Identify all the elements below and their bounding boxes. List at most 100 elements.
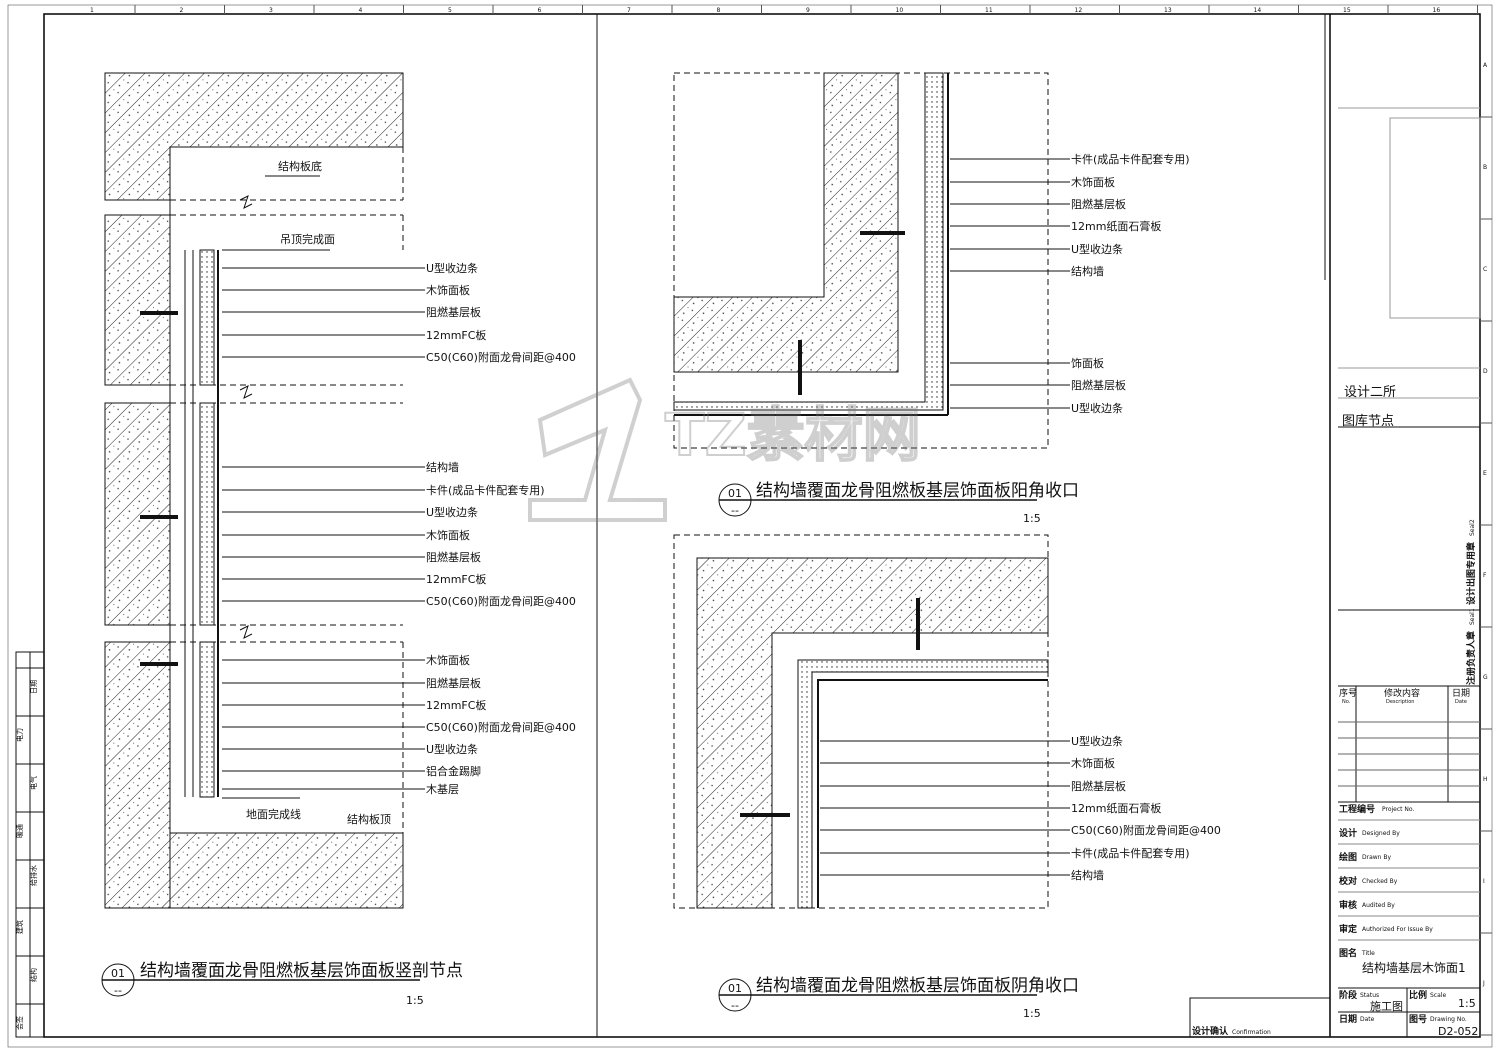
callout-label: 12mmFC板 [426,328,486,342]
field-label: 工程编号 [1339,803,1375,815]
column-number: 1 [90,7,94,14]
detail-vertical-section: 结构板底 吊顶完成面 地面完成线 结构板顶 U型收边条木饰面板阻燃基层板12mm… [101,72,576,1007]
callout-label: 阻燃基层板 [426,550,481,564]
break-symbol [239,625,253,639]
board-layer [673,72,944,411]
column-number: 8 [717,7,721,14]
callout-label: U型收边条 [1071,734,1123,748]
note-floor-finish: 地面完成线 [246,807,301,821]
detail-title: 结构墙覆面龙骨阻燃板基层饰面板阳角收口 [756,481,1079,501]
svg-text:Title: Title [1361,950,1375,957]
board-layer [797,659,1049,909]
library-name: 图库节点 [1342,413,1394,429]
break-symbol [239,195,253,209]
detail-external-corner: 卡件(成品卡件配套专用)木饰面板阻燃基层板12mm纸面石膏板U型收边条结构墙饰面… [673,72,1190,525]
detail-number: 01 [728,982,742,995]
svg-text:日期: 日期 [1339,1013,1357,1025]
countersign-label: 给排水 [29,865,38,886]
row-letter: I [1483,878,1485,885]
row-letter: H [1483,776,1488,783]
row-letter: C [1483,266,1487,273]
revision-header: 序号 [1339,687,1357,699]
callout-label: C50(C60)附面龙骨间距@400 [426,594,576,608]
svg-text:Designed By: Designed By [1362,830,1400,837]
column-number: 15 [1343,7,1351,14]
column-number: 13 [1164,7,1172,14]
column-number: 14 [1254,7,1262,14]
countersign-label: 会签 [15,1016,24,1030]
svg-text:图号: 图号 [1409,1014,1427,1025]
note-slab-bottom: 结构板底 [278,159,322,173]
callout-label: 饰面板 [1071,356,1104,370]
callout-label: 12mm纸面石膏板 [1071,801,1161,815]
callout-label: 木饰面板 [1071,756,1115,770]
column-number: 16 [1433,7,1441,14]
column-number: 2 [180,7,184,14]
drawing-number: D2-052 [1438,1025,1478,1038]
callout-label: 卡件(成品卡件配套专用) [1071,846,1190,860]
callout-label: C50(C60)附面龙骨间距@400 [426,350,576,364]
callout-label: U型收边条 [426,261,478,275]
svg-text:Status: Status [1360,992,1379,999]
countersign-label: 结构 [29,968,38,982]
callout-label: 木基层 [426,783,459,796]
callout-label: 12mm纸面石膏板 [1071,219,1161,233]
svg-text:Audited By: Audited By [1362,902,1395,909]
detail-number: 01 [111,967,125,980]
row-letter: D [1483,368,1488,375]
field-label: 设计 [1339,827,1357,839]
callout-label: 木饰面板 [426,653,470,667]
svg-text:Seal2: Seal2 [1469,519,1476,536]
row-letter: B [1483,164,1487,171]
detail-scale: 1:5 [1023,512,1041,525]
detail-sheet: -- [731,504,739,517]
svg-text:No.: No. [1342,699,1351,705]
note-ceiling-finish: 吊顶完成面 [280,232,335,246]
column-number: 10 [896,7,904,14]
status-value: 施工图 [1370,1000,1403,1013]
column-number: 6 [538,7,542,14]
callout-label: 12mmFC板 [426,698,486,712]
field-label: 审定 [1339,923,1358,935]
seal2-label: 设计出图专用章 [1465,542,1477,605]
department-name: 设计二所 [1344,385,1396,400]
svg-text:Project No.: Project No. [1382,806,1414,813]
svg-text:Seal1: Seal1 [1469,608,1476,625]
seal1-label: 注册负责人章 [1465,631,1477,685]
svg-text:Drawing No.: Drawing No. [1430,1016,1467,1023]
concrete-slab-top [104,72,404,201]
svg-text:阶段: 阶段 [1339,989,1358,1001]
extension-lines [170,147,404,833]
detail-sheet: -- [114,984,122,997]
callout-label: 木饰面板 [426,283,470,297]
svg-text:Scale: Scale [1430,992,1446,999]
callout-label: 结构墙 [1071,264,1104,278]
confirmation-label: 设计确认 [1192,1025,1229,1037]
column-number: 5 [448,7,452,14]
detail-scale: 1:5 [1023,1007,1041,1020]
outer-frame [7,4,1493,1048]
title-block: 设计二所 图库节点 设计出图专用章 Seal2 注册负责人章 Seal1 序号N… [1324,14,1481,1038]
column-number: 3 [269,7,273,14]
svg-text:Authorized For Issue By: Authorized For Issue By [1362,926,1433,933]
concrete-slab-bottom [104,641,404,909]
callout-label: 阻燃基层板 [1071,197,1126,211]
callout-label: 阻燃基层板 [1071,779,1126,793]
callout-label: 结构墙 [426,460,459,474]
row-letter: G [1483,674,1488,681]
field-label: 审核 [1339,899,1357,911]
callout-label: U型收边条 [1071,242,1123,256]
row-letter: E [1483,470,1487,477]
svg-text:Description: Description [1386,699,1414,705]
callout-label: C50(C60)附面龙骨间距@400 [1071,823,1221,837]
countersign-label: 电力 [15,728,24,742]
callout-label: 结构墙 [1071,868,1104,882]
detail-title: 结构墙覆面龙骨阻燃板基层饰面板阴角收口 [756,976,1079,996]
fastener-screws [140,311,178,666]
board-layer-lower [199,641,215,798]
column-number: 11 [985,7,993,14]
watermark: TZ素材网 [528,377,922,522]
